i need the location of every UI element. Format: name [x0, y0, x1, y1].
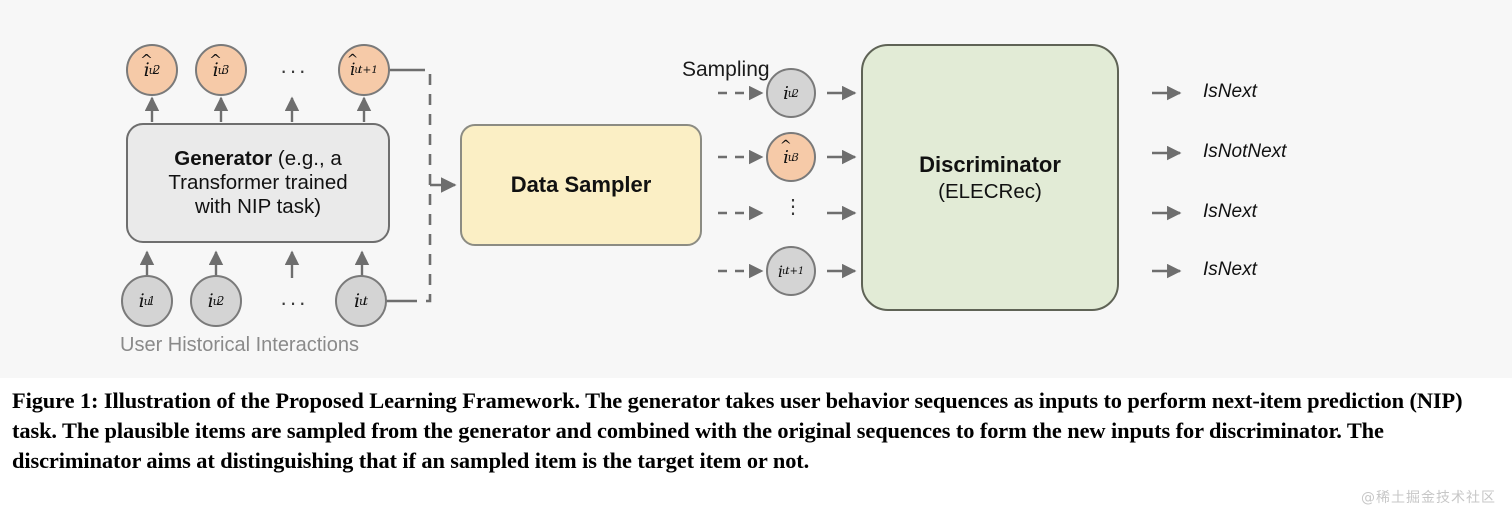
- history-item-circle: [335, 275, 387, 327]
- history-item-circle: [121, 275, 173, 327]
- output-label-3: IsNext: [1203, 201, 1257, 222]
- generator-line2: Transformer trained: [168, 171, 348, 194]
- sampled-item-circle: [766, 68, 816, 118]
- data-sampler-box-shape: [460, 124, 702, 246]
- generator-title: Generator: [174, 147, 273, 170]
- sampled-items-ellipsis: ⋮: [783, 196, 803, 218]
- hat-accent: ^: [209, 50, 222, 69]
- discriminator-box-text: Discriminator (ELECRec): [862, 45, 1118, 310]
- discriminator-box-shape: [861, 44, 1119, 311]
- generated-item-circle: [338, 44, 390, 96]
- sampling-label: Sampling: [682, 58, 770, 81]
- generated-items-ellipsis: ···: [280, 58, 308, 83]
- output-label-2: IsNotNext: [1203, 141, 1287, 162]
- generated-item-circle: [126, 44, 178, 96]
- discriminator-output-arrows: [1152, 85, 1182, 279]
- history-item-circle: [190, 275, 242, 327]
- sampled-item-circle: [766, 246, 816, 296]
- history-items-ellipsis: ···: [280, 290, 308, 315]
- history-input-arrows: [139, 250, 370, 278]
- figure-caption: Figure 1: Illustration of the Proposed L…: [12, 388, 1463, 473]
- sampler-input-dashed-connector: [386, 68, 457, 303]
- sampled-item-circle: [766, 132, 816, 182]
- hat-accent: ^: [346, 52, 359, 69]
- generator-box-text: Generator (e.g., a Transformer trained w…: [127, 124, 389, 242]
- data-sampler-box-text: Data Sampler: [461, 125, 701, 245]
- discriminator-input-arrows: [827, 85, 857, 279]
- discriminator-title: Discriminator: [919, 151, 1061, 177]
- generator-title-rest: (e.g., a: [272, 147, 342, 170]
- sampling-dashed-arrows: [718, 85, 764, 279]
- generator-box-shape: [126, 123, 390, 243]
- output-label-4: IsNext: [1203, 259, 1257, 280]
- output-label-1: IsNext: [1203, 81, 1257, 102]
- generator-line3: with NIP task): [194, 195, 322, 218]
- discriminator-subtitle: (ELECRec): [938, 179, 1042, 203]
- watermark: @稀土掘金技术社区: [1361, 490, 1496, 506]
- generated-item-circle: [195, 44, 247, 96]
- caption-block: Figure 1: Illustration of the Proposed L…: [0, 378, 1512, 515]
- history-caption: User Historical Interactions: [120, 334, 359, 356]
- data-sampler-title: Data Sampler: [510, 172, 652, 197]
- generator-output-arrows: [144, 96, 372, 122]
- hat-accent: ^: [779, 138, 792, 155]
- hat-accent: ^: [140, 50, 153, 69]
- figure-vector-layer: [121, 44, 1182, 327]
